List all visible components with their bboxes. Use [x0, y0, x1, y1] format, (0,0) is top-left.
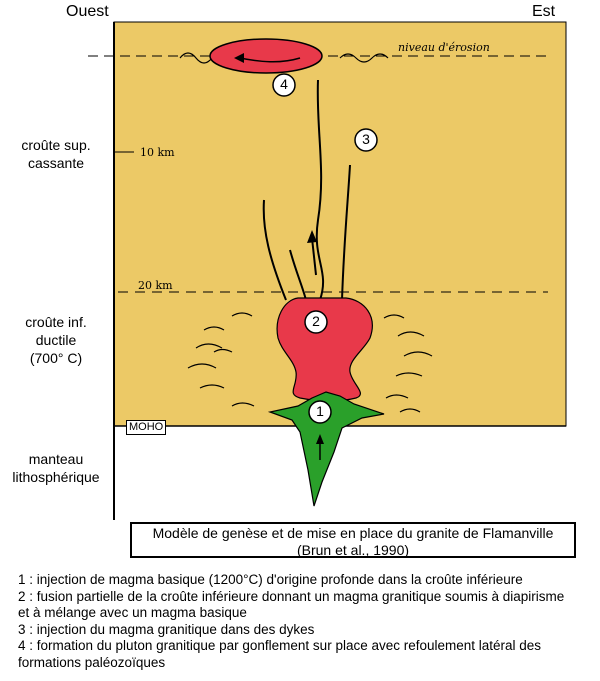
- dyke: [289, 249, 307, 301]
- lower-crust-line: (700° C): [29, 350, 83, 366]
- legend: 1 : injection de magma basique (1200°C) …: [18, 572, 588, 671]
- granite-pluton: [209, 38, 323, 74]
- pluton-flow-arrow: [239, 57, 301, 63]
- ascent-arrowhead: [307, 230, 317, 243]
- lower-crust-line: ductile: [35, 332, 77, 348]
- pluton-flow-arrowhead: [234, 53, 244, 63]
- west-label: Ouest: [66, 3, 109, 20]
- marker-3-circle: [354, 128, 378, 152]
- moho-label: MOHO: [126, 420, 167, 435]
- upper-crust-label: croûte sup. cassante: [0, 136, 112, 172]
- dyke: [262, 199, 287, 301]
- depth-20-label: 20 km: [138, 279, 173, 292]
- dyke: [315, 79, 325, 301]
- mantle-line: manteau: [28, 451, 84, 467]
- east-label: Est: [532, 3, 556, 20]
- marker-1: 1: [316, 403, 324, 419]
- legend-item: et à mélange avec un magma basique: [18, 605, 247, 620]
- erosion-level-label: niveau d'érosion: [398, 41, 490, 54]
- lower-crust-line: croûte inf.: [25, 314, 87, 330]
- marker-1-circle: [308, 400, 332, 424]
- legend-item: 3 : injection du magma granitique dans d…: [18, 621, 315, 637]
- caption-line-2: (Brun et al., 1990): [296, 542, 410, 558]
- caption-line-1: Modèle de genèse et de mise en place du …: [152, 525, 554, 541]
- legend-item: formations paléozoïques: [18, 654, 166, 670]
- marker-2-circle: [304, 310, 328, 334]
- legend-item: 2 : fusion partielle de la croûte inféri…: [18, 588, 565, 604]
- mantle-label: manteau lithosphérique: [0, 450, 112, 486]
- depth-10-label: 10 km: [140, 146, 175, 159]
- basic-magma: [267, 391, 385, 507]
- ascent-arrow: [311, 237, 317, 276]
- marker-2: 2: [312, 313, 320, 329]
- legend-item: 1 : injection de magma basique (1200°C) …: [18, 572, 523, 587]
- mantle-line: lithosphérique: [12, 469, 100, 485]
- marker-4: 4: [280, 76, 288, 92]
- magma-ascent-arrowhead: [316, 434, 324, 444]
- diagram: [88, 21, 567, 520]
- legend-item: 4 : formation du pluton granitique par g…: [18, 638, 542, 653]
- figure-caption: Modèle de genèse et de mise en place du …: [130, 522, 576, 558]
- upper-crust-line: cassante: [27, 155, 85, 171]
- marker-3: 3: [362, 131, 370, 147]
- lower-crust-label: croûte inf. ductile (700° C): [0, 313, 112, 367]
- deformation-lines: [187, 312, 433, 413]
- marker-4-circle: [272, 73, 296, 97]
- dyke: [341, 164, 351, 301]
- upper-crust-line: croûte sup.: [21, 137, 91, 153]
